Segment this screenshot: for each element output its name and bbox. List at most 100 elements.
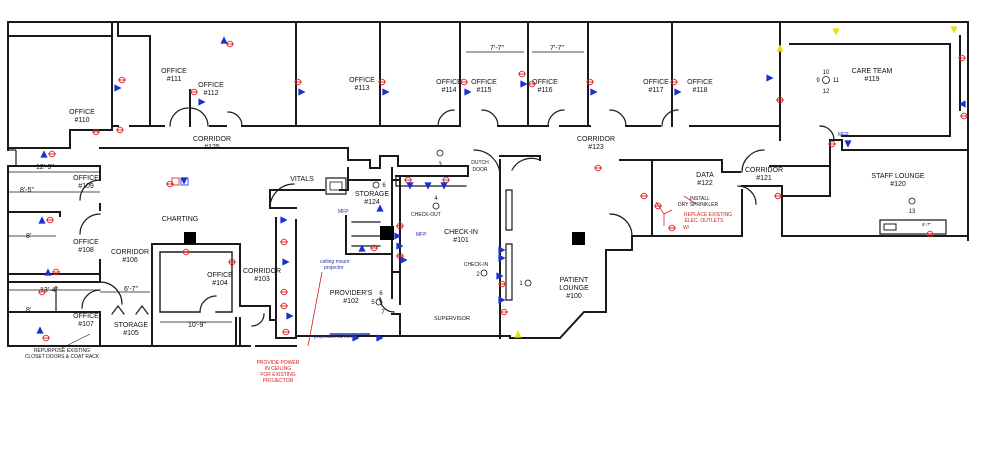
room-125-name: CORRIDOR [193, 136, 231, 143]
room-122-name: DATA [696, 172, 714, 179]
keynote-10-label: 10 [823, 70, 830, 76]
duplex-receptacle-icon [776, 96, 784, 104]
install-dry-line-2: DRY SPRINKLER [678, 202, 718, 208]
room-105-name: STORAGE [114, 322, 148, 329]
keynote-6b-label: 6 [379, 291, 383, 297]
replace-outlets-line-2: ELEC. OUTLETS [685, 218, 725, 224]
duplex-receptacle-icon [166, 180, 174, 188]
install-dry-note: INSTALL DRY SPRINKLER [678, 196, 718, 208]
room-116-name: OFFICE [532, 79, 558, 86]
dim-7-7-a: 7'-7" [490, 45, 504, 52]
data-jack-triangle-icon [352, 334, 360, 342]
room-121-number: #121 [756, 175, 772, 182]
data-jack-triangle-icon [180, 177, 188, 185]
check-out-label: CHECK-OUT [411, 212, 441, 218]
duplex-receptacle-icon [396, 222, 404, 230]
mfp-label-a: MFP [338, 209, 349, 215]
room-118-number: #118 [692, 87, 707, 94]
dimension-labels: 7'-7" 7'-7" 12'-3" 8'-5" 8' 13'-4" 6'-7"… [20, 45, 931, 329]
keynote-1-label: 1 [519, 281, 523, 287]
room-104-name: OFFICE [207, 272, 233, 279]
install-dry-line-1: INSTALL [690, 196, 710, 202]
keynote-12-label: 12 [823, 89, 830, 95]
room-100-name-b: LOUNGE [559, 285, 589, 292]
room-105-number: #105 [123, 330, 139, 337]
room-121-name: CORRIDOR [745, 167, 783, 174]
duplex-receptacle-icon [958, 54, 966, 62]
duplex-receptacle-icon [528, 80, 536, 88]
duplex-receptacle-icon [370, 244, 378, 252]
data-jack-triangle-icon [394, 232, 402, 240]
annotations: MFP MFP MFP ceiling mount projector proj… [314, 132, 849, 340]
room-118-name: OFFICE [687, 79, 713, 86]
data-jack-triangle-icon [298, 88, 306, 96]
dim-8-5: 8'-5" [20, 187, 34, 194]
repurpose-leader [61, 333, 91, 349]
duplex-receptacle-icon [378, 78, 386, 86]
duplex-receptacle-icon [38, 288, 46, 296]
room-124-number: #124 [364, 199, 380, 206]
dim-8-b: 8' [26, 307, 31, 314]
room-116-number: #116 [537, 87, 552, 94]
data-jack-triangle-icon [496, 272, 504, 280]
room-110-name: OFFICE [69, 109, 95, 116]
structural-column-icon [572, 232, 585, 245]
duplex-receptacle-icon [828, 140, 836, 148]
data-jack-triangle-icon [376, 204, 384, 212]
duplex-receptacle-icon [960, 112, 968, 120]
data-jack-triangle-icon [282, 258, 290, 266]
keynote-circle-icon: 2 [476, 269, 488, 278]
room-102-number: #102 [343, 298, 359, 305]
yellow-sensor-triangle-icon [776, 44, 784, 52]
room-120-name: STAFF LOUNGE [871, 173, 924, 180]
room-119-number: #119 [864, 76, 879, 83]
repurpose-line-2: CLOSET DOORS & COAT RACK [25, 354, 100, 360]
duplex-receptacle-icon [226, 40, 234, 48]
duplex-receptacle-icon [654, 202, 662, 210]
room-100-number: #100 [566, 293, 582, 300]
duplex-receptacle-icon [926, 230, 934, 238]
duplex-receptacle-icon [48, 150, 56, 158]
data-jack-triangle-icon [396, 242, 404, 250]
structural-column-icon [184, 232, 196, 244]
duplex-receptacle-icon [228, 258, 236, 266]
yellow-sensor-triangle-icon [950, 26, 958, 34]
room-123-name: CORRIDOR [577, 136, 615, 143]
dim-8-a: 8' [26, 233, 31, 240]
room-107-name: OFFICE [73, 313, 99, 320]
keynote-7-label: 7 [381, 310, 385, 316]
data-jack-triangle-icon [464, 88, 472, 96]
walls [7, 21, 969, 347]
duplex-receptacle-icon [594, 164, 602, 172]
room-109-name: OFFICE [73, 175, 99, 182]
dim-13-4: 13'-4" [40, 287, 58, 294]
room-108-number: #108 [78, 247, 94, 254]
dutch-door-label-2: DOOR [473, 167, 488, 173]
data-jack-triangle-icon [114, 84, 122, 92]
keynote-13-label: 13 [909, 209, 916, 215]
keynote-2-label: 2 [476, 272, 480, 278]
data-jack-triangle-icon [844, 140, 852, 148]
keynote-circle-icon: 1 [519, 279, 532, 287]
duplex-receptacle-icon [46, 216, 54, 224]
mfp-label-b: MFP [416, 232, 427, 238]
data-jack-triangle-icon [424, 182, 432, 190]
room-123-number: #123 [588, 144, 604, 151]
keynote-circle-icon: 567 [371, 291, 385, 316]
provide-power-line-2: IN CEILING [265, 366, 292, 372]
duplex-receptacle-icon [52, 268, 60, 276]
replace-outlets-line-1: REPLACE EXISTING [684, 212, 732, 218]
room-125-number: #125 [204, 144, 220, 151]
room-109-number: #109 [78, 183, 94, 190]
dim-10-9: 10'-9" [188, 322, 206, 329]
dimension-lines [8, 51, 584, 323]
red-notes: PROVIDE POWER IN CEILING FOR EXISTING PR… [257, 212, 733, 384]
yellow-sensor-triangle-icon [514, 330, 522, 338]
fire-alarm-box [171, 177, 180, 186]
keynote-4-label: 4 [434, 196, 438, 202]
keynote-9-label: 9 [816, 78, 820, 84]
data-jack-triangle-icon [382, 88, 390, 96]
